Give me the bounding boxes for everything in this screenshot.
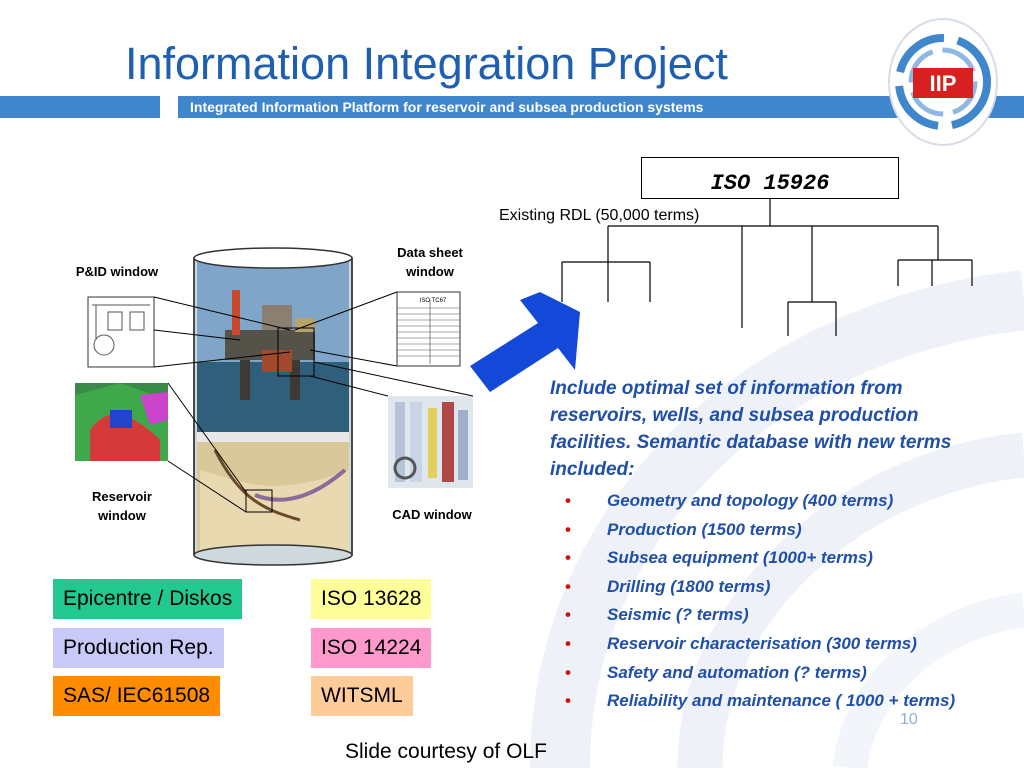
slide-credit: Slide courtesy of OLF: [345, 740, 547, 763]
list-item: •Drilling (1800 terms): [565, 576, 771, 596]
bullet-icon: •: [565, 576, 571, 596]
datasheet-thumbnail: [396, 291, 461, 367]
cad-graphic: [393, 402, 468, 482]
bullet-icon: •: [565, 605, 571, 625]
iip-logo: IIP: [888, 18, 998, 146]
slide-subtitle: Integrated Information Platform for rese…: [190, 99, 704, 115]
header-band: [178, 96, 1024, 118]
rdl-caption: Existing RDL (50,000 terms): [499, 207, 700, 224]
datasheet-window-label-line2: window: [406, 264, 454, 279]
list-item: •Seismic (? terms): [565, 605, 749, 625]
header-band-left: [0, 96, 160, 118]
blue-arrow-icon: [470, 292, 580, 392]
bullet-icon: •: [565, 548, 571, 568]
cylinder-divider: [197, 432, 349, 442]
standard-box-sas-iec61508: SAS/ IEC61508: [53, 676, 221, 716]
list-item: •Reliability and maintenance ( 1000 + te…: [565, 691, 956, 711]
datasheet-header: ISO TC67: [420, 298, 447, 304]
intro-text: Include optimal set of information from …: [550, 378, 952, 480]
platform-image-sea: [197, 362, 349, 432]
standard-box-epicentre: Epicentre / Diskos: [53, 579, 243, 619]
reservoir-window-label-line2: window: [98, 508, 146, 523]
iip-logo-graphic: IIP: [895, 34, 991, 130]
platform-graphic: [225, 290, 315, 400]
bullet-icon: •: [565, 491, 571, 510]
standard-box-iso14224: ISO 14224: [311, 628, 432, 668]
bullet-icon: •: [565, 691, 571, 711]
list-item: •Geometry and topology (400 terms): [565, 491, 894, 510]
standard-box-witsml: WITSML: [311, 676, 413, 716]
pid-window-label: P&ID window: [75, 264, 159, 279]
slide-title: Information Integration Project: [125, 38, 728, 89]
list-item: •Production (1500 terms): [565, 519, 802, 539]
cylinder-bottom: [193, 544, 353, 566]
datasheet-window-label-line1: Data sheet: [397, 245, 463, 260]
cad-window-label: CAD window: [392, 507, 472, 522]
list-item: •Subsea equipment (1000+ terms): [565, 548, 873, 568]
terms-list: •Geometry and topology (400 terms) •Prod…: [565, 490, 965, 719]
highlight-box-reservoir: [245, 489, 273, 513]
cylinder-top: [193, 247, 353, 269]
pid-thumbnail: [87, 296, 155, 368]
iso15926-label: ISO 15926: [710, 171, 830, 196]
bullet-icon: •: [565, 519, 571, 539]
bullet-icon: •: [565, 662, 571, 682]
iso15926-box: [641, 157, 899, 199]
page-number: 10: [900, 711, 918, 728]
highlight-box-equipment: [277, 327, 315, 377]
reservoir-window-label-line1: Reservoir: [92, 489, 152, 504]
rdl-hierarchy-tree: [561, 199, 973, 336]
standard-box-production-rep: Production Rep.: [53, 628, 224, 668]
list-item: •Safety and automation (? terms): [565, 662, 867, 682]
bullet-icon: •: [565, 633, 571, 653]
list-item: •Reservoir characterisation (300 terms): [565, 633, 917, 653]
standard-box-iso13628: ISO 13628: [311, 579, 432, 619]
logo-text: IIP: [930, 71, 957, 96]
information-diagram: ISO TC67: [75, 247, 474, 566]
